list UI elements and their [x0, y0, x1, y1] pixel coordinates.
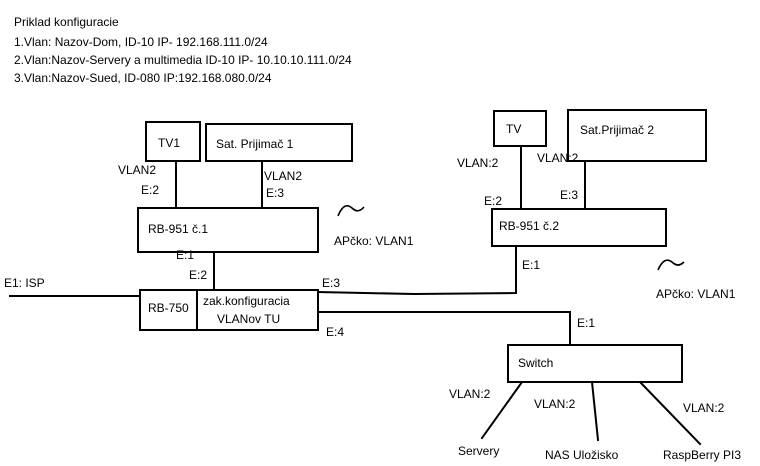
- wire-switch-servery: [480, 380, 524, 440]
- tv1-label: TV1: [158, 136, 180, 150]
- sat1-port-label: E:3: [266, 186, 284, 200]
- wire-rb750-switch: [317, 311, 571, 346]
- rb951-1-box: [137, 207, 319, 253]
- ap1-label: APčko: VLAN1: [334, 234, 414, 248]
- sat1-vlan-label: VLAN2: [264, 169, 302, 183]
- sat2-port-label: E:3: [560, 188, 578, 202]
- rb951-2-box: [491, 208, 667, 247]
- servery-label: Servery: [458, 444, 499, 458]
- tv1-port-label: E:2: [141, 183, 159, 197]
- servery-vlan-label: VLAN:2: [449, 387, 491, 401]
- rb750-label: RB-750: [148, 301, 189, 315]
- vlan-line-2: 2.Vlan:Nazov-Servery a multimedia ID-10 …: [14, 53, 352, 67]
- raspberry-vlan-label: VLAN:2: [683, 401, 725, 415]
- tv2-label: TV: [506, 122, 521, 136]
- nas-vlan-label: VLAN:2: [534, 397, 576, 411]
- rb750-port-e4-label: E:4: [326, 325, 344, 339]
- config-title: Priklad konfiguracie: [14, 15, 119, 29]
- wire-switch-nas: [590, 380, 600, 442]
- sat1-label: Sat. Prijimač 1: [216, 137, 294, 151]
- ap2-label: APčko: VLAN1: [656, 287, 736, 301]
- tv2-box: [493, 110, 547, 147]
- tv2-vlan-label: VLAN:2: [457, 156, 499, 170]
- wire-switch-raspberry: [638, 380, 702, 446]
- sat1-box: [205, 123, 353, 162]
- rb951-2-label: RB-951 č.2: [499, 219, 559, 233]
- rb750-port-from-951-1-label: E:2: [189, 268, 207, 282]
- sat2-box: [567, 109, 707, 162]
- tv1-vlan-label: VLAN2: [118, 163, 156, 177]
- rb750-note-line-2: VLANov TU: [217, 312, 280, 326]
- sat2-label: Sat.Prijimač 2: [580, 123, 654, 137]
- wifi-symbol-icon: [337, 205, 365, 217]
- sat2-vlan-label: VLAN:2: [537, 151, 579, 165]
- rb750-box: [139, 289, 319, 331]
- rb951-1-uplink-label: E:1: [176, 248, 194, 262]
- wifi-symbol-icon: [657, 259, 685, 271]
- switch-label: Switch: [518, 356, 553, 370]
- switch-box: [507, 344, 683, 383]
- tv1-box: [145, 121, 201, 162]
- vlan-line-1: 1.Vlan: Nazov-Dom, ID-10 IP- 192.168.111…: [14, 35, 268, 49]
- nas-label: NAS Uložisko: [545, 448, 619, 462]
- tv2-port-label: E:2: [484, 194, 502, 208]
- vlan-line-3: 3.Vlan:Nazov-Sued, ID-080 IP:192.168.080…: [14, 71, 272, 85]
- rb951-2-uplink-label: E:1: [522, 258, 540, 272]
- switch-uplink-label: E:1: [577, 316, 595, 330]
- rb750-note-line-1: zak.konfiguracia: [203, 294, 290, 308]
- wire-rb750-rb951-2: [316, 245, 517, 296]
- rb750-port-e3-label: E:3: [322, 276, 340, 290]
- rb951-1-label: RB-951 č.1: [148, 222, 208, 236]
- raspberry-label: RaspBerry PI3: [663, 448, 741, 462]
- isp-label: E1: ISP: [4, 276, 45, 290]
